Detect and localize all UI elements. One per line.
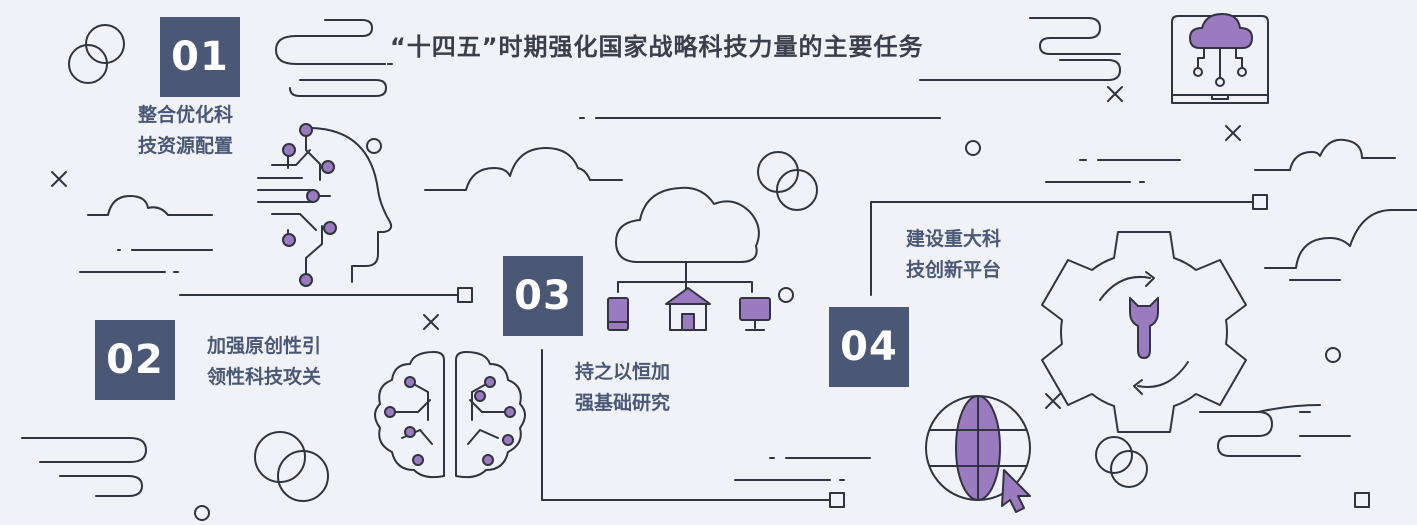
ai-head-circuit-icon: [257, 127, 393, 283]
connector-03: [541, 349, 845, 508]
ai-head-nodes: [282, 123, 337, 287]
double-circle-bottomright: [1095, 436, 1148, 488]
task-number-03: 03: [503, 256, 583, 336]
monitor-icon: [739, 297, 771, 331]
end-square-bottomright: [1354, 492, 1370, 508]
small-circles: [194, 138, 1341, 521]
brain-nodes: [384, 376, 516, 466]
task-number-01: 01: [160, 17, 240, 97]
page-title: “十四五”时期强化国家战略科技力量的主要任务: [390, 33, 924, 61]
task-label-03: 持之以恒加 强基础研究: [575, 357, 670, 419]
home-icon: [665, 287, 711, 331]
task-label-03-line2: 强基础研究: [575, 392, 671, 414]
task-label-04: 建设重大科 技创新平台: [906, 224, 1001, 286]
task-label-02-line2: 领性科技攻关: [207, 366, 322, 388]
task-label-01: 整合优化科 技资源配置: [138, 100, 233, 162]
globe-cursor-icon: [925, 395, 1031, 513]
connector-01: [179, 287, 473, 303]
double-circle-topleft: [68, 24, 125, 84]
gear-wrench-icon: [1041, 231, 1247, 433]
cloud-lines: [21, 117, 1417, 497]
title-swirl-left: [275, 19, 393, 97]
connector-04: [870, 194, 1268, 296]
task-label-03-line1: 持之以恒加: [575, 361, 671, 383]
phone-icon: [607, 297, 629, 331]
cloud-laptop-icon: [1171, 13, 1269, 104]
task-label-04-line1: 建设重大科: [906, 228, 1002, 250]
title-swirl-right: [289, 17, 1121, 97]
task-label-02-line1: 加强原创性引: [207, 335, 322, 357]
cloud-network-icon: [615, 186, 760, 293]
task-label-02: 加强原创性引 领性科技攻关: [207, 331, 321, 393]
task-label-01-line2: 技资源配置: [138, 135, 234, 157]
brain-circuit-icon: [374, 351, 526, 479]
double-circle-bottomleft: [254, 431, 329, 502]
double-circle-mid: [757, 151, 818, 211]
task-label-01-line1: 整合优化科: [138, 104, 234, 126]
task-number-04: 04: [829, 307, 909, 387]
task-number-02: 02: [95, 320, 175, 400]
cross-marks: [51, 86, 1241, 409]
task-label-04-line2: 技创新平台: [906, 259, 1002, 281]
